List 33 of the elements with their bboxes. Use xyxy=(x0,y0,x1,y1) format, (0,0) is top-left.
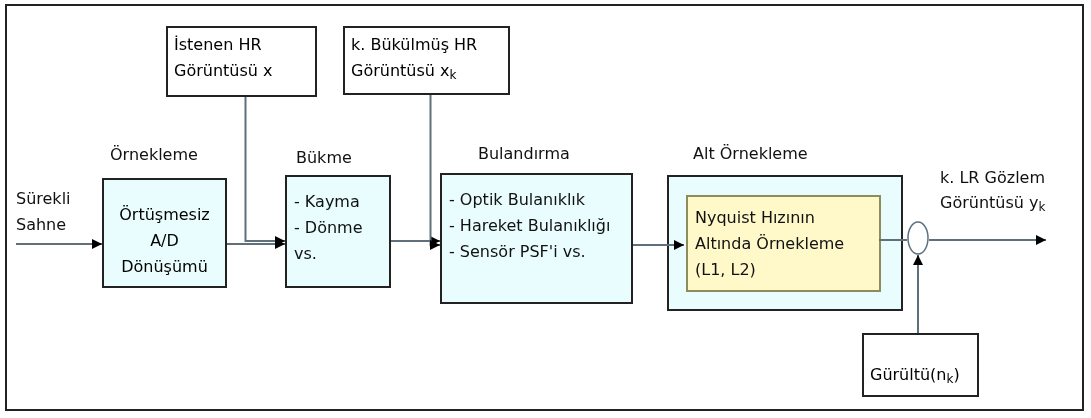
block-heading: Örnekleme xyxy=(110,144,198,166)
input-box xyxy=(343,26,510,95)
node-text: - Sensör PSF'i vs. xyxy=(448,241,587,263)
node-text: Sürekli Sahne xyxy=(16,188,72,236)
arrow xyxy=(244,96,286,246)
node-text: Örtüşmesiz A/D Dönüşümü xyxy=(118,204,211,278)
process-box xyxy=(667,175,903,311)
input-box xyxy=(862,333,979,397)
arrow xyxy=(390,236,441,246)
process-box xyxy=(686,195,881,292)
node-text: Nyquist Hızının Altında Örnekleme (L1, L2) xyxy=(694,207,846,281)
node-text: - Dönme xyxy=(293,217,364,239)
arrow xyxy=(913,254,923,334)
node-text: vs. xyxy=(293,243,318,265)
arrow xyxy=(928,235,1047,245)
input-box xyxy=(166,26,317,97)
node-text: - Optik Bulanıklık xyxy=(448,189,587,211)
node-text: İstenen HR Görüntüsü x xyxy=(173,34,274,82)
process-box xyxy=(440,173,633,304)
sum-circle xyxy=(907,221,929,255)
block-heading: Alt Örnekleme xyxy=(693,143,808,165)
block-heading: Bükme xyxy=(296,147,352,169)
node-text: Gürültü(n$_{k}$) xyxy=(870,364,960,387)
output-label: k. LR Gözlem Görüntüsü y$_{k}$ xyxy=(940,167,1047,215)
node-text: - Hareket Bulanıklığı xyxy=(448,215,612,237)
block-heading: Bulandırma xyxy=(478,143,570,165)
process-box xyxy=(102,178,227,288)
node-text: - Kayma xyxy=(293,191,361,213)
arrow xyxy=(632,240,685,250)
arrow xyxy=(429,94,441,250)
process-box xyxy=(285,175,391,288)
arrow xyxy=(15,239,103,249)
node-text: k. Bükülmüş HR Görüntüsü x$_{k}$ xyxy=(350,34,479,84)
